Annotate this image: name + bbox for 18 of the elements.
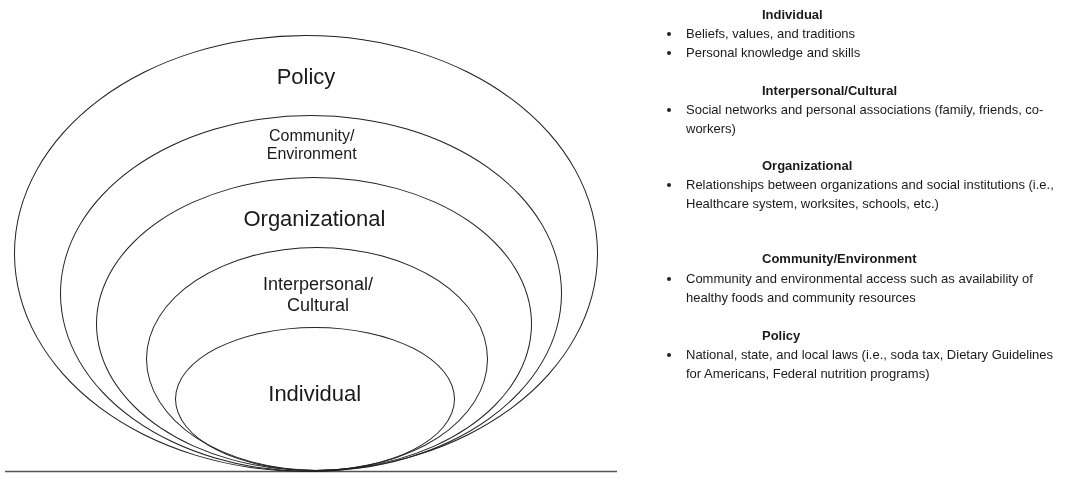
bullet-text: Relationships between organizations and social institutions (i.e., Healthcare system, worksites, schools, etc.) — [686, 176, 1055, 213]
bullet-text: Personal knowledge and skills — [686, 44, 862, 62]
ellipse-layer — [14, 35, 598, 472]
layer-label: Community/ Environment — [265, 126, 358, 164]
bullet-text: Beliefs, values, and traditions — [686, 25, 857, 43]
section-heading: Community/Environment — [762, 250, 917, 268]
layer-label: Policy — [275, 64, 337, 90]
section-heading: Policy — [762, 327, 801, 345]
section-heading: Interpersonal/Cultural — [762, 82, 898, 100]
bullet-text: Community and environmental access such as availability of healthy foods and community resources — [686, 270, 1034, 307]
layer-label: Individual — [267, 380, 363, 407]
section-heading: Organizational — [762, 157, 853, 175]
ellipse-layer — [59, 114, 562, 472]
bullet-text: National, state, and local laws (i.e., soda tax, Dietary Guidelines for Americans, Federal nutrition programs) — [686, 346, 1055, 383]
layer-label: Organizational — [242, 206, 387, 232]
layer-label: Interpersonal/ Cultural — [262, 274, 375, 316]
section-heading: Individual — [762, 6, 823, 24]
bullet-text: Social networks and personal associations (family, friends, co-workers) — [686, 101, 1045, 138]
